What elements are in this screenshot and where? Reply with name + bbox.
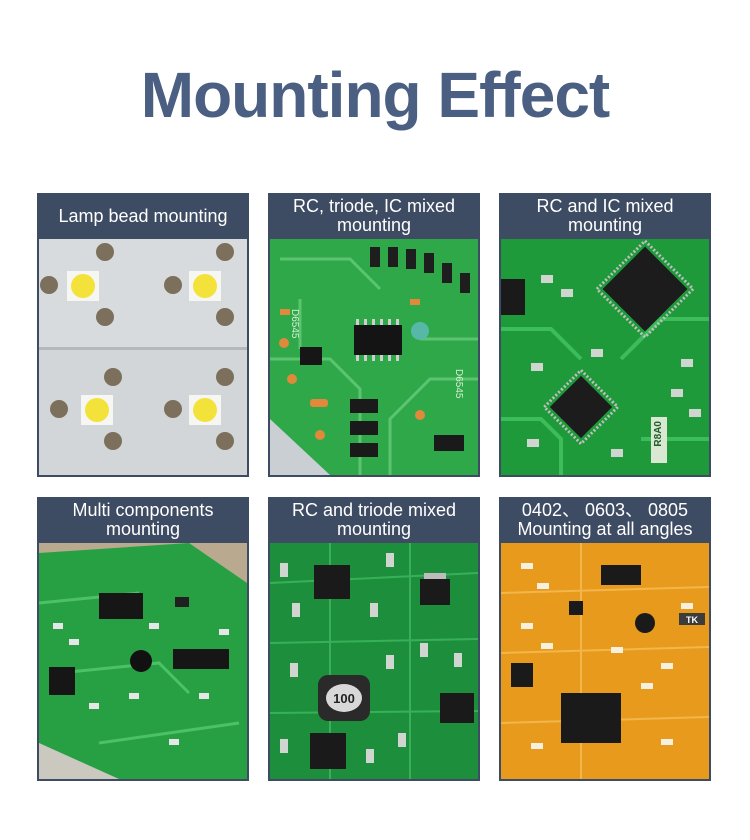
- card-multi-components: Multi components mounting: [37, 497, 249, 781]
- inductor-label: 100: [333, 691, 355, 706]
- lamp-bead-image: [39, 239, 247, 475]
- card-rc-triode: RC and triode mixed mounting 100: [268, 497, 480, 781]
- card-caption: Multi components mounting: [72, 500, 214, 539]
- rc-ic-photo: R8A0: [501, 239, 709, 475]
- lamp-bead-photo: [39, 239, 247, 475]
- card-all-angles: 0402、 0603、 0805 Mounting at all angles …: [499, 497, 711, 781]
- pcb-label-d6545: D6545: [289, 309, 300, 339]
- pcb-label-tk: TK: [686, 615, 698, 625]
- all-angles-photo: TK: [501, 543, 709, 779]
- multi-components-photo: [39, 543, 247, 779]
- rc-ic-image: R8A0: [501, 239, 709, 475]
- pcb-label-d6545-2: D6545: [453, 369, 464, 399]
- card-rc-ic: RC and IC mixed mounting: [499, 193, 711, 477]
- card-caption: RC and triode mixed mounting: [291, 500, 457, 539]
- rc-triode-ic-image: D6545 D6545: [270, 239, 478, 475]
- multi-components-image: [39, 543, 247, 779]
- card-rc-triode-ic: RC, triode, IC mixed mounting: [268, 193, 480, 477]
- rc-triode-ic-photo: D6545 D6545: [270, 239, 478, 475]
- rc-triode-image: 100: [270, 543, 478, 779]
- rc-triode-photo: 100: [270, 543, 478, 779]
- pcb-label-r8a0: R8A0: [653, 421, 664, 447]
- card-caption: 0402、 0603、 0805 Mounting at all angles: [517, 500, 693, 539]
- card-caption: RC and IC mixed mounting: [536, 196, 674, 235]
- page-title: Mounting Effect: [140, 59, 610, 131]
- card-caption: RC, triode, IC mixed mounting: [292, 196, 456, 235]
- card-caption: Lamp bead mounting: [58, 205, 228, 226]
- all-angles-image: TK: [501, 543, 709, 779]
- card-lamp-bead: Lamp bead mounting: [37, 193, 249, 477]
